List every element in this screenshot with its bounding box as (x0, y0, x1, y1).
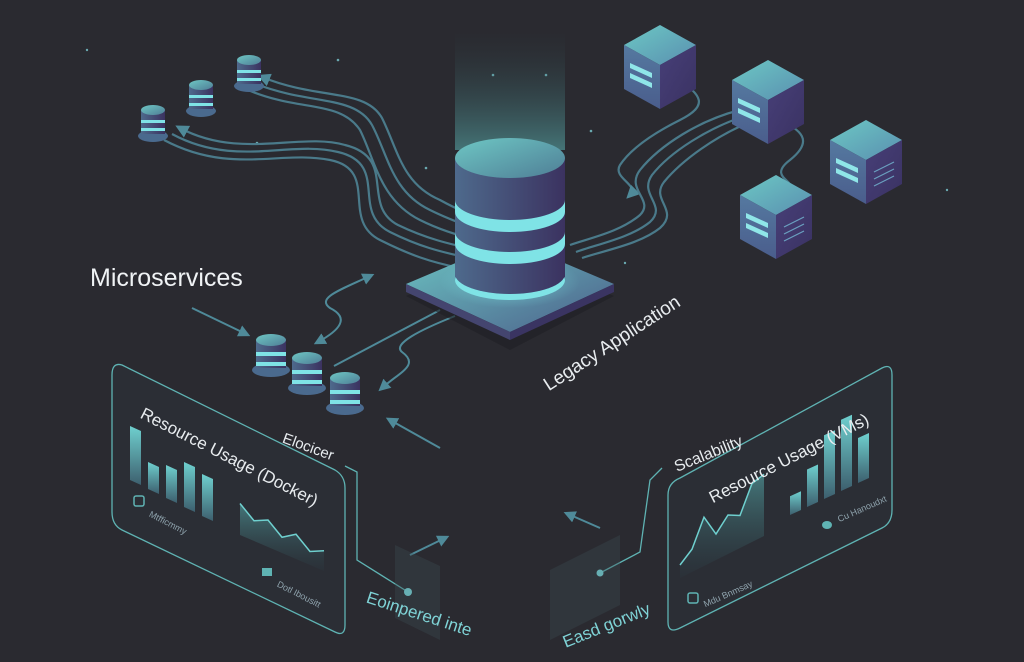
microservice-db-top-1[interactable] (138, 105, 168, 142)
vms-bar (807, 464, 818, 507)
vms-bar (858, 433, 869, 483)
cube-indicator (746, 213, 768, 228)
cube-indicator (630, 73, 652, 88)
microservice-db-top-3[interactable] (234, 55, 264, 92)
vms-bar (841, 414, 852, 491)
api-gateway-plate (550, 535, 620, 640)
microservices-label: Microservices (90, 264, 243, 292)
callout-dot (596, 569, 604, 577)
cube-indicator (746, 223, 768, 238)
vms-panel-icon-2 (822, 521, 832, 529)
resource-usage-docker-panel (111, 363, 346, 635)
vms-bar (824, 430, 835, 499)
resource-usage-vms-panel (667, 365, 893, 631)
vms-area (680, 474, 764, 578)
callout-dot (404, 588, 412, 596)
docker-bar (202, 474, 213, 521)
vms-line-series (679, 473, 765, 566)
vm-server-cube[interactable] (624, 25, 696, 109)
microservice-db-1[interactable] (252, 334, 290, 377)
microservice-db-3[interactable] (326, 372, 364, 415)
docker-panel-icon (133, 495, 145, 507)
microservice-db-2[interactable] (288, 352, 326, 395)
callout-lines (344, 465, 663, 593)
connector-lines-middle (191, 273, 601, 556)
docker-bar (166, 465, 177, 503)
cube-indicator (836, 158, 858, 173)
vms-bar (790, 491, 801, 515)
connector-lines-top-right (569, 79, 805, 260)
vm-server-cube[interactable] (830, 120, 902, 204)
docker-bar (184, 462, 195, 512)
connector-lines-top-left (163, 73, 491, 270)
docker-bar (130, 426, 141, 485)
microservice-db-top-2[interactable] (186, 80, 216, 117)
vm-server-cube[interactable] (732, 60, 804, 144)
vm-server-cube[interactable] (740, 175, 812, 259)
cube-indicator (738, 108, 760, 123)
legacy-application-node[interactable] (406, 30, 614, 350)
cube-indicator (836, 168, 858, 183)
vms-panel-icon (687, 592, 699, 604)
cube-indicator (738, 98, 760, 113)
engineered-interface-plate (395, 545, 440, 640)
cube-indicator (630, 63, 652, 78)
docker-bar (148, 462, 159, 494)
docker-line-series (239, 503, 325, 553)
docker-panel-icon-2 (262, 568, 272, 576)
